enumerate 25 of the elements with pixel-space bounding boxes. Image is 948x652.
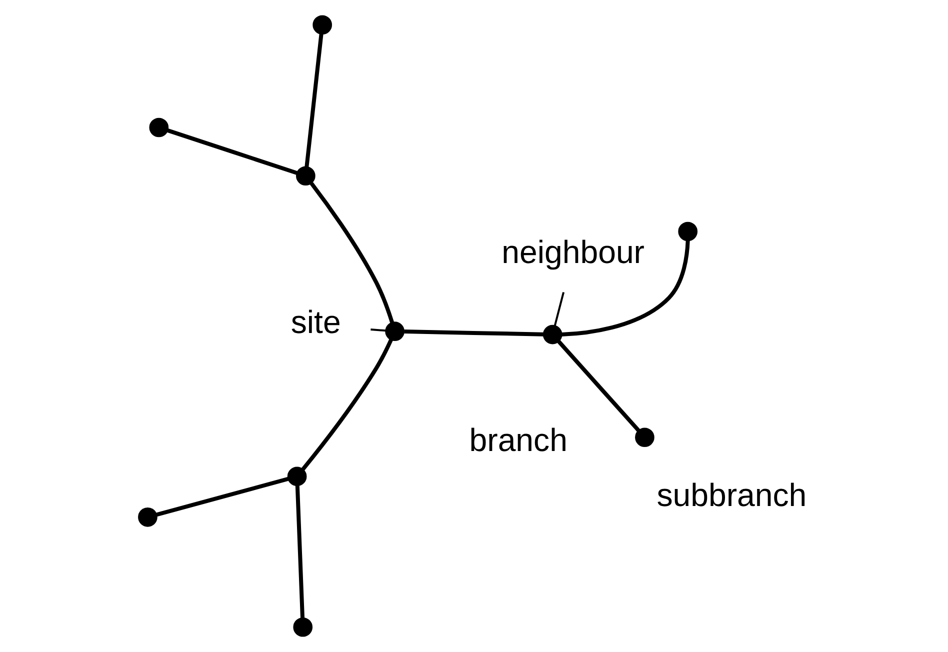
node-circle bbox=[678, 222, 698, 242]
connector bbox=[370, 328, 386, 332]
node-circle bbox=[384, 322, 404, 342]
node-circle bbox=[292, 617, 312, 637]
node-text: site bbox=[290, 304, 340, 340]
node-label: subbranch bbox=[656, 476, 806, 513]
connector bbox=[556, 340, 640, 432]
node-circle bbox=[138, 507, 157, 527]
node-circle bbox=[148, 118, 168, 138]
connector bbox=[553, 292, 564, 326]
connector bbox=[309, 182, 394, 324]
node-circle bbox=[634, 428, 654, 448]
connector bbox=[560, 240, 690, 336]
node-circle bbox=[542, 324, 562, 344]
connector bbox=[156, 476, 288, 517]
label: branch bbox=[468, 422, 567, 458]
connector bbox=[304, 34, 323, 168]
node-text: neighbour bbox=[501, 234, 644, 270]
connector bbox=[294, 485, 304, 618]
connector bbox=[166, 128, 298, 175]
connector bbox=[300, 338, 393, 471]
node-circle bbox=[296, 166, 315, 186]
connector bbox=[404, 330, 543, 336]
node-circle bbox=[286, 466, 306, 486]
node-circle bbox=[312, 15, 332, 35]
